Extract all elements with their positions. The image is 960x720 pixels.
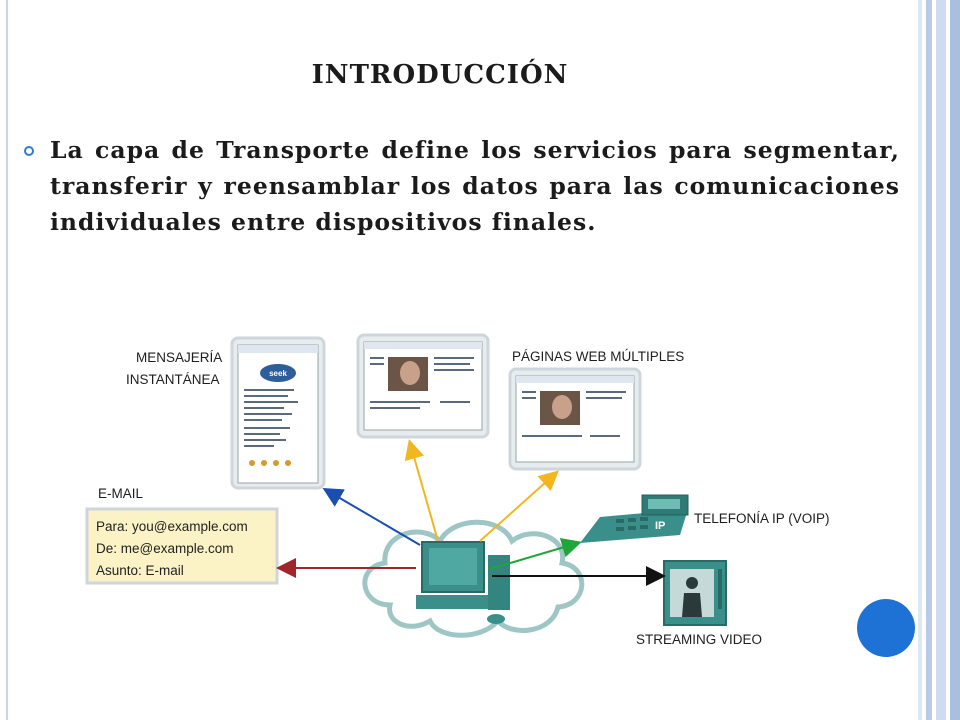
arrow-yellow-2 [479,470,559,542]
web-window-1 [356,333,490,439]
label-email: E-MAIL [98,486,144,501]
ip-phone-icon: IP [580,494,689,543]
bullet-item: La capa de Transporte define los servici… [18,132,906,240]
label-im-2: INSTANTÁNEA [126,372,220,387]
arrow-blue [322,487,421,546]
email-to: Para: you@example.com [96,519,248,534]
web-window-2 [508,367,642,471]
left-border-line [6,0,8,720]
email-from: De: me@example.com [96,541,234,556]
phone-badge: IP [655,520,665,532]
arrow-green [489,537,582,570]
label-voip: TELEFONÍA IP (VOIP) [694,511,830,526]
email-subject: Asunto: E-mail [96,563,184,578]
decorative-blue-circle [857,599,915,657]
streaming-tv-icon [663,560,727,626]
label-im-1: MENSAJERÍA [136,350,222,365]
label-web: PÁGINAS WEB MÚLTIPLES [512,349,684,364]
bullet-text: La capa de Transporte define los servici… [50,136,900,236]
bullet-ring-icon [24,146,34,156]
label-video: STREAMING VIDEO [636,632,762,647]
arrow-yellow-1 [404,439,439,542]
pc-icon [416,541,510,624]
im-logo: seek [269,369,287,378]
im-window: seek [230,336,326,490]
transport-diagram: seek Para [85,333,830,647]
right-decorative-stripes [918,0,960,720]
slide-title: INTRODUCCIÓN [311,60,569,90]
email-box: Para: you@example.com De: me@example.com… [85,507,279,585]
